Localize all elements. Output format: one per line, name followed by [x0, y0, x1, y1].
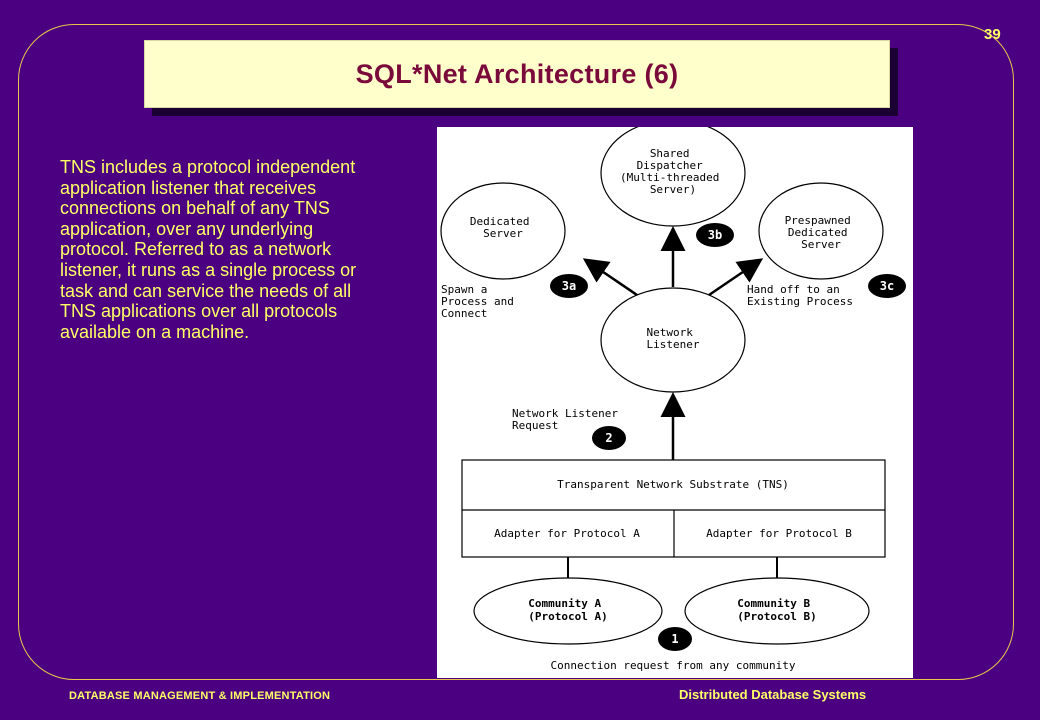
network-listener-label: Network Listener [647, 326, 700, 351]
spawn-process-label: Spawn a Process and Connect [441, 283, 520, 320]
slide-title: SQL*Net Architecture (6) [355, 58, 679, 89]
badge-2 [592, 426, 626, 450]
body-text: TNS includes a protocol independent appl… [60, 157, 357, 342]
community-b-label: Community B (Protocol B) [737, 597, 816, 623]
community-a-label: Community A (Protocol A) [528, 597, 607, 623]
footer-topic: Distributed Database Systems [679, 687, 867, 702]
tns-label: Transparent Network Substrate (TNS) [557, 478, 789, 491]
badge-2-label: 2 [605, 431, 612, 445]
handoff-label: Hand off to an Existing Process [747, 283, 853, 308]
page-number: 39 [984, 26, 1001, 43]
adapter-b-label: Adapter for Protocol B [706, 527, 852, 540]
badge-1-label: 1 [671, 632, 678, 646]
arrow-to-dedicated [582, 258, 638, 297]
dedicated-server-label: Dedicated Server [470, 215, 536, 240]
arrow-to-prespawned [708, 258, 764, 297]
slide-frame [18, 24, 1014, 680]
dedicated-server-node [440, 182, 566, 280]
adapter-a-label: Adapter for Protocol A [494, 527, 640, 540]
shared-dispatcher-label: Shared Dispatcher (Multi-threaded Server… [620, 147, 726, 196]
badge-1 [658, 627, 692, 651]
badge-3c [868, 274, 906, 298]
badge-3b [696, 223, 734, 247]
badge-3a [550, 274, 588, 298]
prespawned-server-node [758, 182, 884, 280]
community-a-node [473, 577, 663, 645]
prespawned-server-label: Prespawned Dedicated Server [785, 214, 858, 251]
badge-3b-label: 3b [708, 228, 722, 242]
architecture-diagram: Shared Dispatcher (Multi-threaded Server… [437, 127, 913, 678]
architecture-svg: Shared Dispatcher (Multi-threaded Server… [440, 127, 906, 672]
badge-3c-label: 3c [880, 279, 894, 293]
listener-request-label: Network Listener Request [512, 407, 625, 432]
community-b-node [684, 577, 870, 645]
connection-request-label: Connection request from any community [550, 659, 795, 672]
footer-course-title: DATABASE MANAGEMENT & IMPLEMENTATION [69, 690, 331, 702]
title-box: SQL*Net Architecture (6) [144, 40, 890, 108]
badge-3a-label: 3a [562, 279, 576, 293]
